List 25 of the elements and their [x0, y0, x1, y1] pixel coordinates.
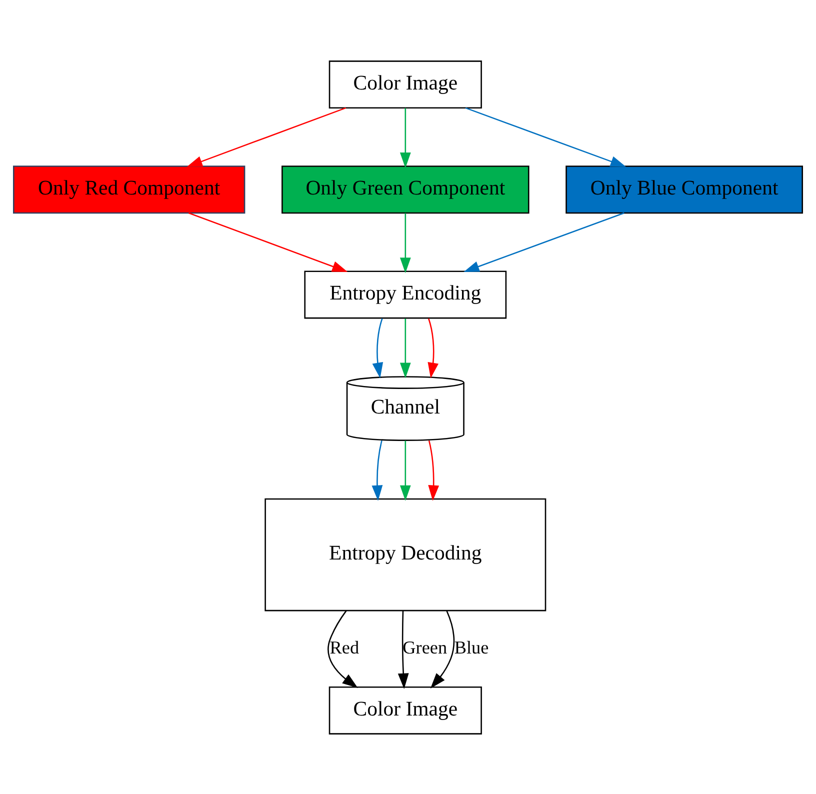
arrow: [400, 318, 411, 378]
arrow: [328, 610, 358, 688]
edge-label: Blue: [454, 637, 489, 658]
arrow: [372, 318, 384, 378]
arrow: [428, 440, 440, 500]
arrow: [372, 440, 383, 500]
arrow: [398, 610, 409, 688]
node-box: Only Blue Component: [566, 165, 804, 214]
node-box: Only Green Component: [282, 165, 530, 214]
arrow: [186, 106, 346, 166]
node-box: Entropy Decoding: [264, 498, 546, 611]
node-box: Only Red Component: [12, 165, 246, 214]
arrow: [188, 212, 348, 272]
arrow: [430, 610, 455, 688]
edge-label: Green: [402, 637, 448, 658]
arrow: [400, 212, 411, 273]
arrow: [464, 212, 624, 272]
node-box: Color Image: [328, 686, 482, 734]
node-box: Entropy Encoding: [304, 270, 507, 318]
arrow: [428, 318, 439, 378]
arrow: [400, 440, 411, 500]
arrow: [465, 106, 626, 166]
arrow: [400, 108, 411, 168]
node-box: Color Image: [328, 60, 482, 108]
edge-label: Red: [330, 637, 360, 658]
